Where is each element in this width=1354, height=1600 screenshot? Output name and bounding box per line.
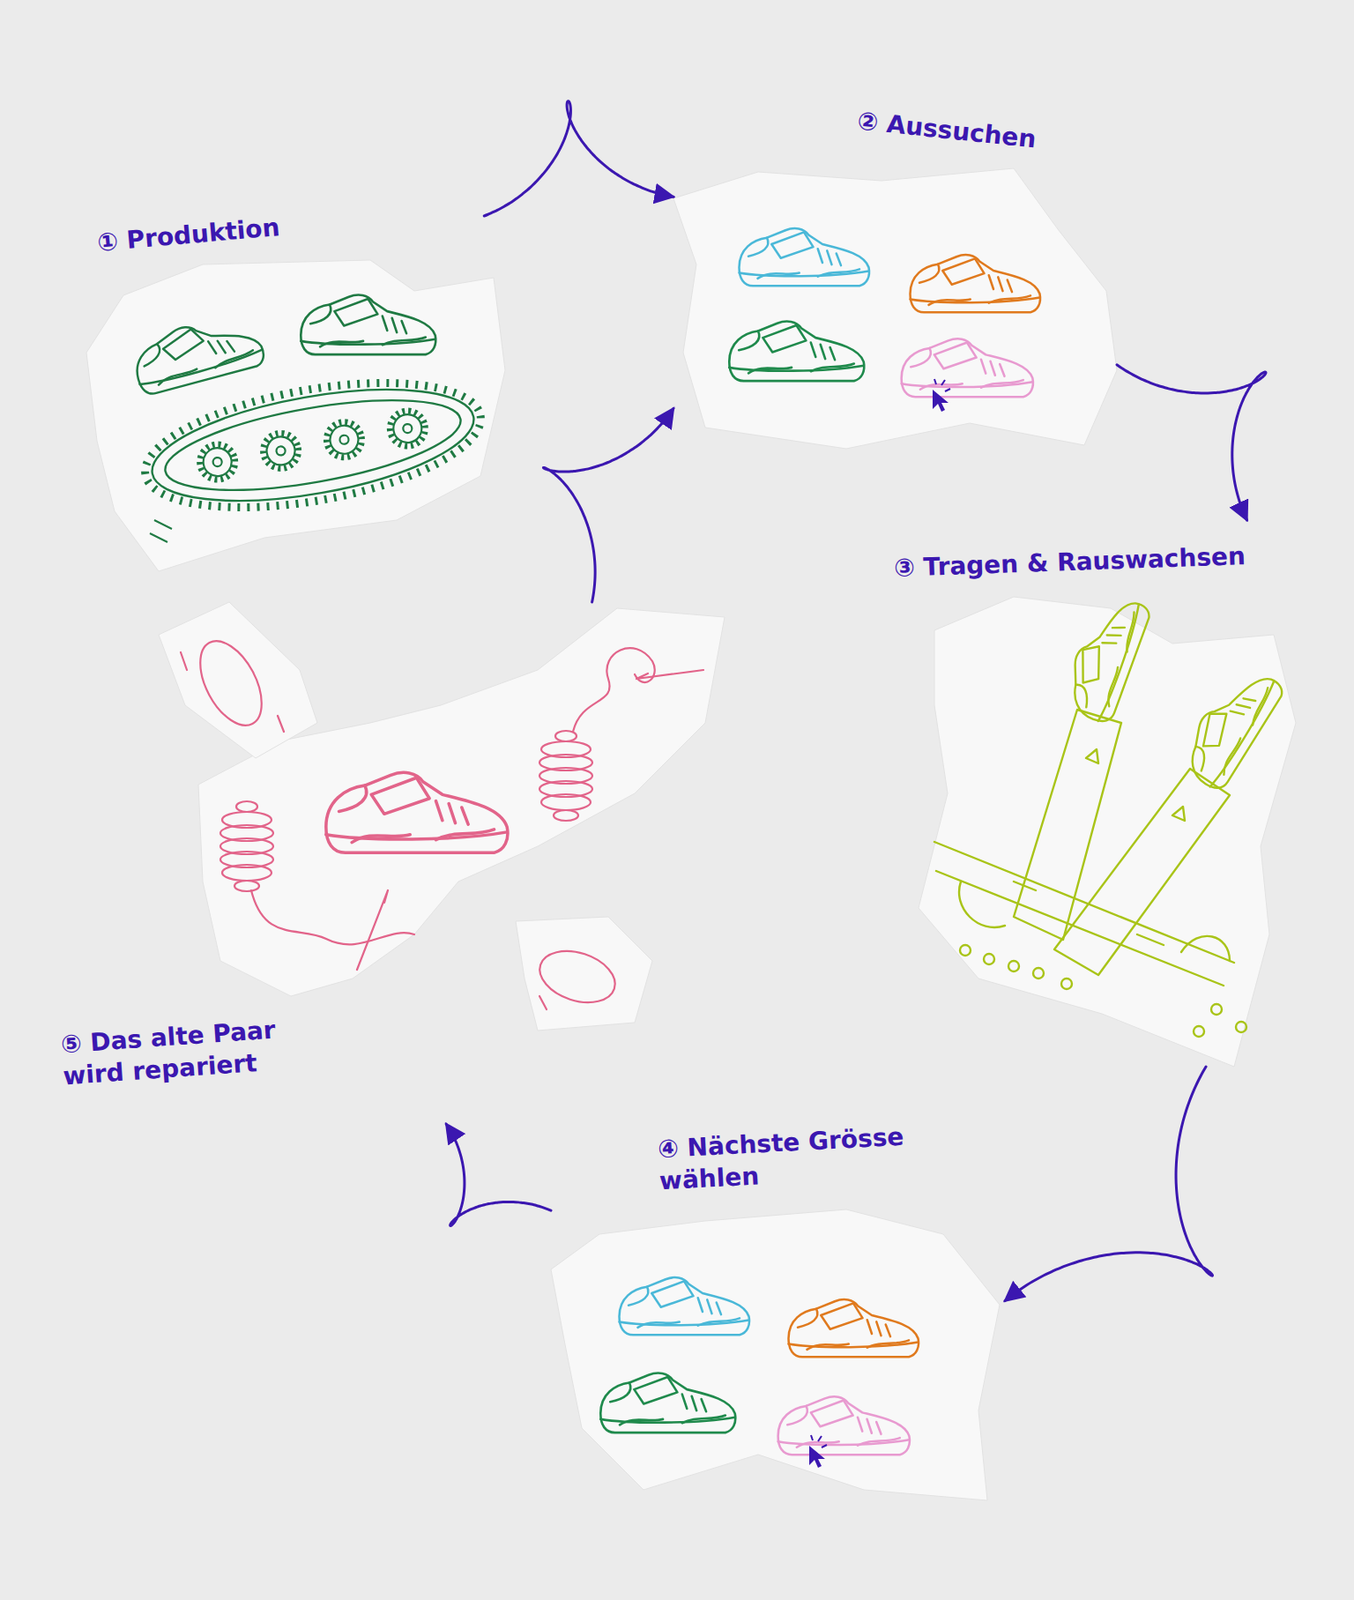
paper-patch xyxy=(158,602,318,759)
paper-patch xyxy=(515,916,653,1031)
paper-patch xyxy=(918,596,1296,1067)
thread xyxy=(251,890,415,945)
step-label: ① Produktion xyxy=(96,211,282,260)
paper-patch xyxy=(673,168,1117,449)
sock-mark xyxy=(1086,749,1185,821)
sneaker xyxy=(739,228,871,286)
step-label: ④ Nächste Grösse wählen xyxy=(656,1121,907,1198)
cursor-icon xyxy=(809,1435,827,1468)
gear xyxy=(260,430,301,471)
sneaker xyxy=(1174,659,1287,794)
sneaker xyxy=(300,295,436,356)
sneaker xyxy=(788,1299,920,1357)
insole xyxy=(533,942,622,1012)
paper-patch xyxy=(86,260,506,572)
needle xyxy=(357,890,388,970)
step-node: ③ Tragen & Rauswachsen xyxy=(890,520,1301,1067)
gear xyxy=(197,441,239,483)
thread xyxy=(572,647,655,732)
motion-lines xyxy=(149,520,172,543)
insole xyxy=(187,631,275,736)
cursor-icon xyxy=(932,379,951,412)
sneaker xyxy=(729,321,864,382)
hand xyxy=(959,881,1230,961)
step-label: ② Aussuchen xyxy=(855,104,1038,156)
needle xyxy=(636,669,704,679)
curl-arrow xyxy=(446,1123,551,1226)
sneaker xyxy=(778,1396,910,1455)
curl-arrow xyxy=(1004,1066,1213,1302)
leg xyxy=(1054,768,1230,975)
belt-teeth xyxy=(135,360,491,529)
step-node: ② Aussuchen xyxy=(673,112,1117,449)
sneaker xyxy=(619,1277,751,1335)
sneaker xyxy=(326,772,508,853)
gear xyxy=(323,419,365,461)
conveyor-belt xyxy=(135,360,491,529)
step-node: ① Produktion xyxy=(86,215,506,572)
thread-spool xyxy=(539,730,593,821)
step-node: ④ Nächste Grösse wählen xyxy=(550,1123,1005,1501)
gear xyxy=(386,408,428,449)
repair-tools xyxy=(180,631,704,1012)
step-label: ③ Tragen & Rauswachsen xyxy=(892,540,1246,585)
belt-outline xyxy=(143,369,482,522)
child-on-branch xyxy=(934,709,1247,1037)
motion-lines xyxy=(539,996,547,1010)
sneaker xyxy=(1058,589,1153,725)
sneaker xyxy=(901,338,1034,397)
step-node: ⑤ Das alte Paar wird repariert xyxy=(61,602,725,1124)
curl-arrow xyxy=(543,408,674,603)
paper-patch xyxy=(550,1209,1000,1501)
belt-inner xyxy=(158,382,467,508)
motion-lines xyxy=(180,652,284,732)
step-label: ⑤ Das alte Paar wird repariert xyxy=(59,1011,328,1094)
leg xyxy=(1013,709,1122,940)
sneaker xyxy=(600,1373,736,1434)
curl-arrow xyxy=(483,101,674,216)
sneaker xyxy=(128,309,268,397)
thread-spool xyxy=(220,801,274,892)
sneaker xyxy=(910,254,1042,313)
curl-arrow xyxy=(1116,364,1266,521)
